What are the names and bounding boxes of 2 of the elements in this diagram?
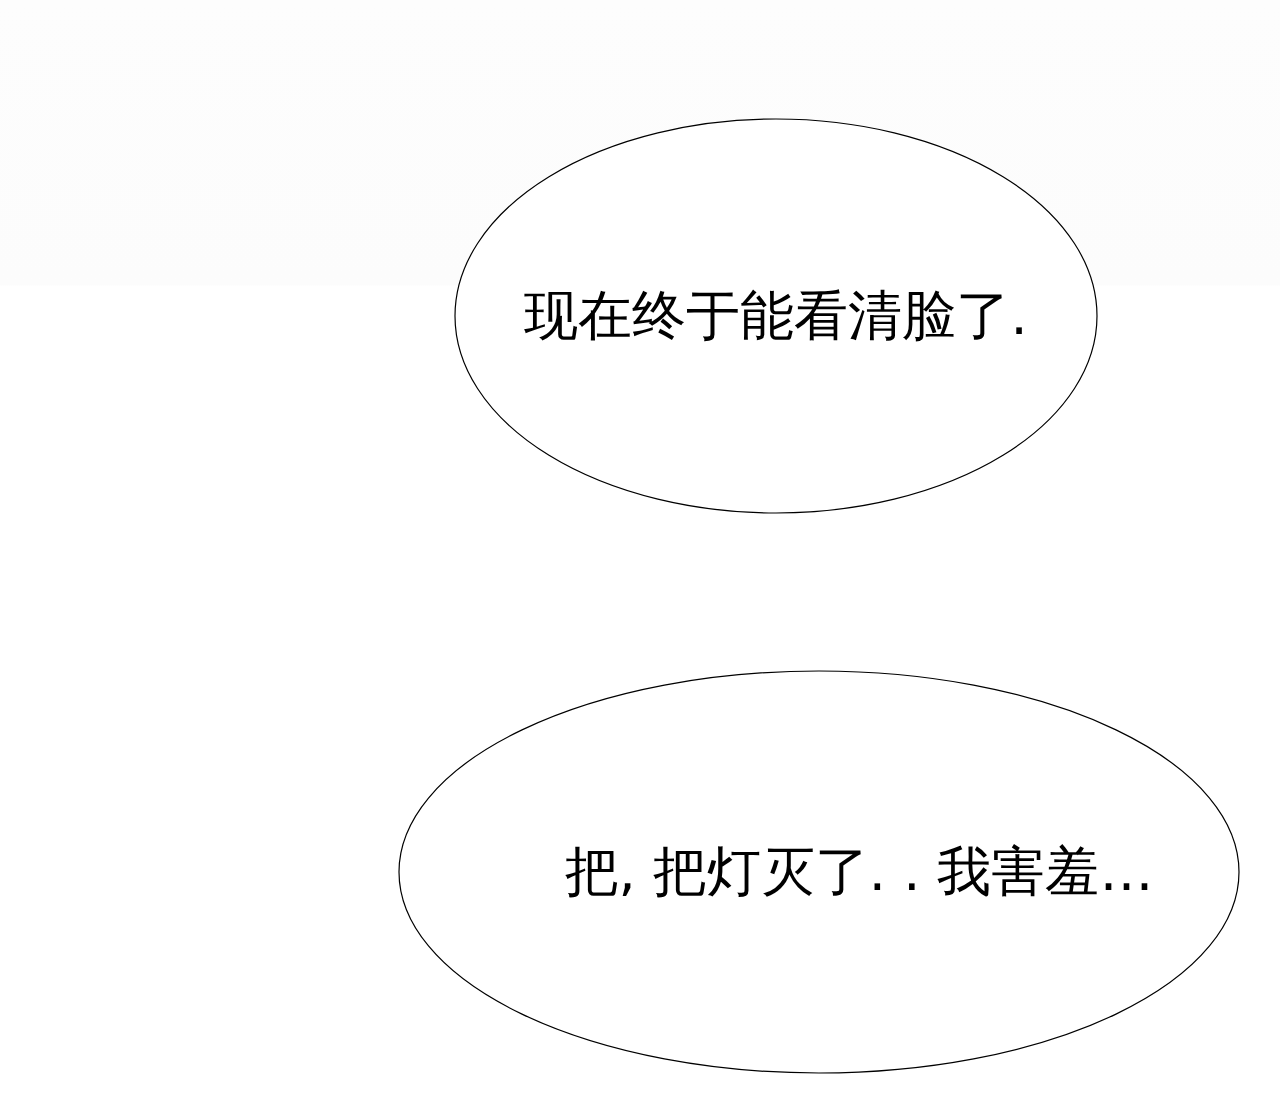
speech-text: 现在终于能看清脸了. [524, 282, 1028, 349]
speech-text: 把, 把灯灭了. . 我害羞… [563, 838, 1154, 905]
